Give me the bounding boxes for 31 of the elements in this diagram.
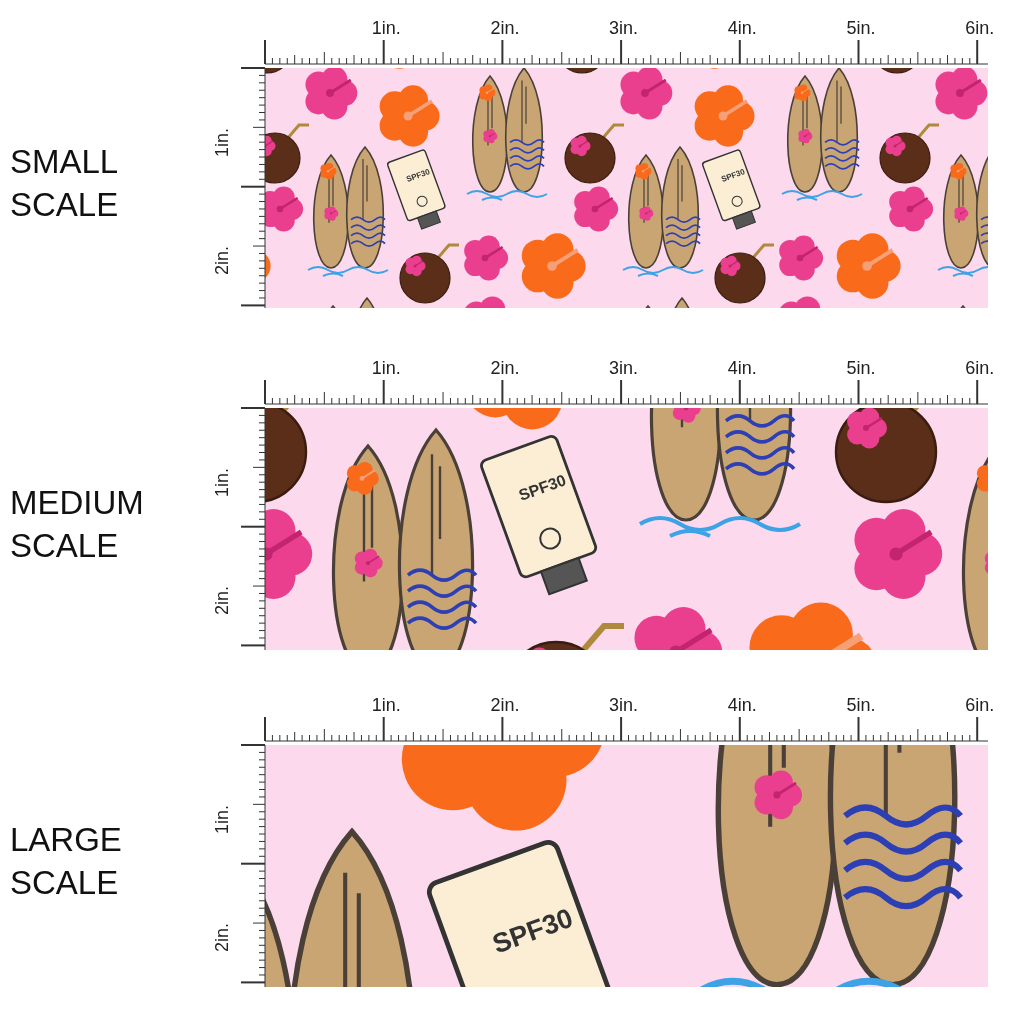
ruler-label: 5in. [846, 18, 876, 39]
ruler-label: 2in. [490, 358, 520, 379]
printed-text: SPF30 [405, 168, 432, 184]
ruler-label: 2in. [212, 246, 233, 276]
scale-label: MEDIUM SCALE [10, 483, 145, 566]
ruler-label: 3in. [609, 18, 639, 39]
ruler-label: 6in. [965, 358, 995, 379]
ruler-label: 1in. [212, 127, 233, 157]
ruler-label: 2in. [212, 923, 233, 953]
ruler-label: 2in. [490, 695, 520, 716]
ruler-label: 4in. [727, 18, 757, 39]
ruler-label: 6in. [965, 695, 995, 716]
printed-text: SPF30 [516, 472, 568, 504]
ruler-label: 1in. [371, 18, 401, 39]
scale-label: SMALL SCALE [10, 142, 120, 225]
ruler-label: 2in. [490, 18, 520, 39]
ruler-label: 5in. [846, 358, 876, 379]
ruler-label: 4in. [727, 695, 757, 716]
ruler-label: 1in. [371, 358, 401, 379]
ruler-label: 3in. [609, 695, 639, 716]
ruler-label: 5in. [846, 695, 876, 716]
ruler-label: 1in. [371, 695, 401, 716]
ruler-label: 2in. [212, 586, 233, 616]
printed-text: SPF30 [488, 903, 576, 958]
ruler-label: 6in. [965, 18, 995, 39]
ruler-label: 3in. [609, 358, 639, 379]
ruler-label: 1in. [212, 467, 233, 497]
ruler-label: 4in. [727, 358, 757, 379]
scale-label: LARGE SCALE [10, 820, 123, 903]
printed-text: SPF30 [720, 168, 747, 184]
ruler-label: 1in. [212, 804, 233, 834]
